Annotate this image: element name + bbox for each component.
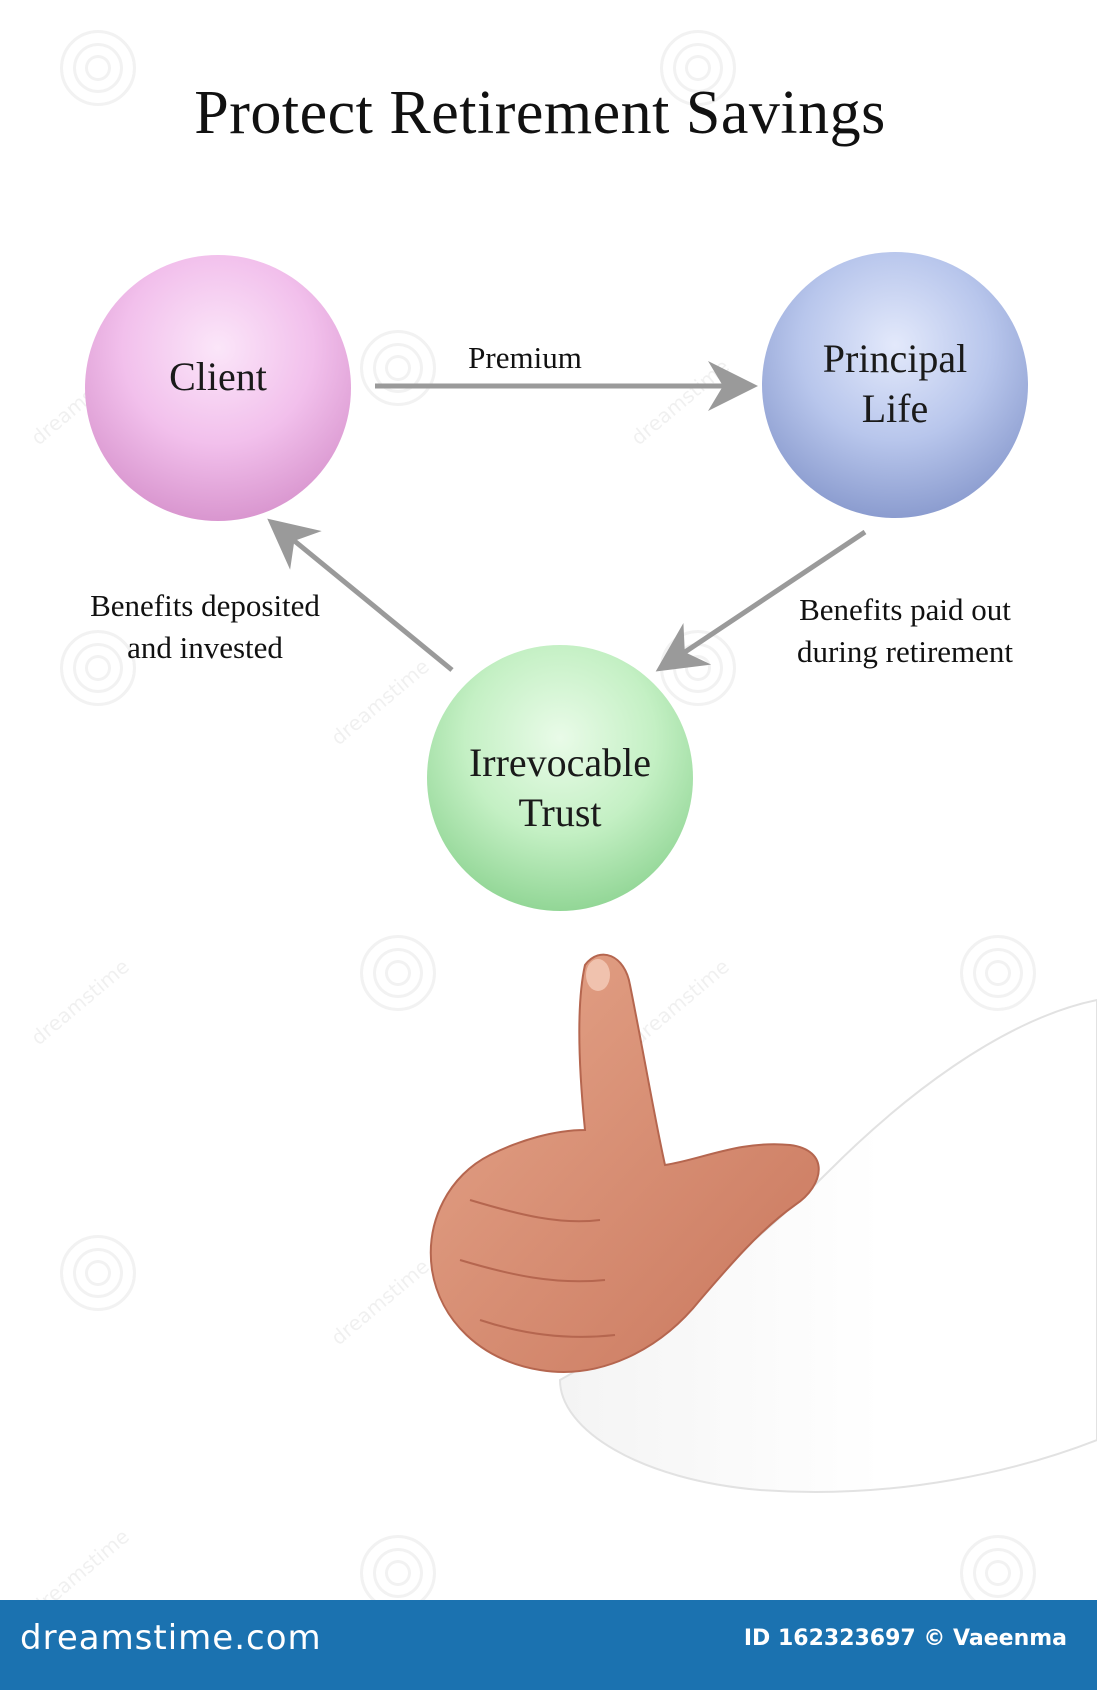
watermark-swirl <box>60 30 136 106</box>
stock-footer-bar: dreamstime.com ID 162323697 © Vaeenma <box>0 1600 1097 1690</box>
client-label-text: Client <box>169 354 267 399</box>
principal-life-label-line1: Principal <box>822 336 968 381</box>
watermark-swirl <box>60 1235 136 1311</box>
irrevocable-trust-label-line2: Trust <box>518 790 602 835</box>
benefits-paid-arrow <box>655 529 867 672</box>
watermark-swirl <box>960 935 1036 1011</box>
page-title: Protect Retirement Savings <box>194 79 886 147</box>
benefits-paid-label-line2: during retirement <box>796 634 1014 669</box>
watermark-swirl <box>60 630 136 706</box>
benefits-paid-label: Benefits paid out during retirement <box>770 589 1040 673</box>
principal-life-node <box>762 252 1028 518</box>
irrevocable-trust-label: Irrevocable Trust <box>440 738 680 838</box>
benefits-deposited-label: Benefits deposited and invested <box>70 585 340 669</box>
watermark-swirl <box>360 935 436 1011</box>
principal-life-label-line2: Life <box>861 386 929 431</box>
image-credit: ID 162323697 © Vaeenma <box>743 1626 1067 1651</box>
benefits-deposited-label-line1: Benefits deposited <box>90 588 320 623</box>
client-label: Client <box>118 352 318 402</box>
benefits-deposited-arrow <box>267 518 454 672</box>
benefits-paid-label-line1: Benefits paid out <box>799 592 1011 627</box>
client-node <box>85 255 351 521</box>
benefits-deposited-label-line2: and invested <box>127 630 283 665</box>
irrevocable-trust-node <box>427 645 693 911</box>
principal-life-label: Principal Life <box>795 334 995 434</box>
watermark-swirl <box>360 330 436 406</box>
premium-label: Premium <box>468 340 582 375</box>
watermark-swirl <box>660 30 736 106</box>
irrevocable-trust-label-line1: Irrevocable <box>468 740 652 785</box>
dreamstime-logo: dreamstime.com <box>20 1618 322 1658</box>
pointing-hand-illustration <box>429 953 1097 1493</box>
